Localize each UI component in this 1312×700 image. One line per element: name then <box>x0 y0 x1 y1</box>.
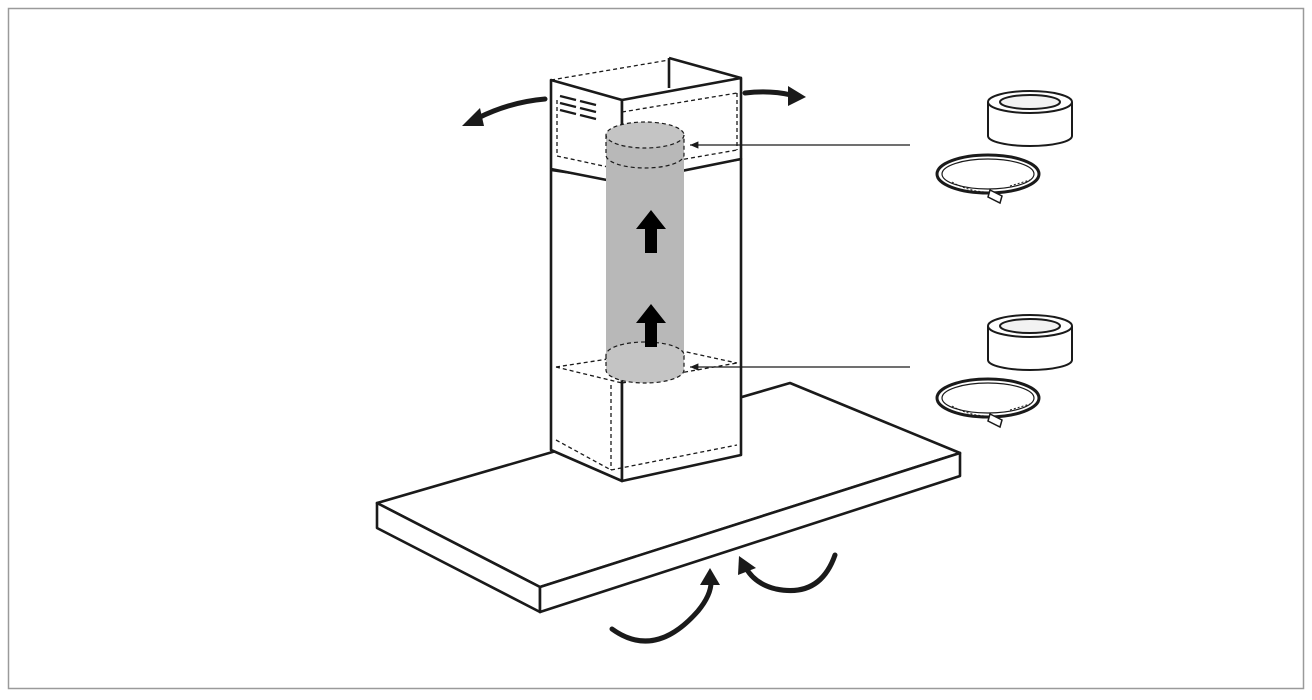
clamp-screw-icon <box>987 188 1003 205</box>
curved-arrow-icon <box>475 96 548 121</box>
curved-arrow-icon <box>609 577 714 644</box>
vent-slots <box>559 94 597 121</box>
curved-arrow-head-icon <box>738 556 756 575</box>
adhesive-tape-roll <box>987 90 1073 147</box>
clamp-screw-icon <box>987 412 1003 429</box>
curved-arrow-icon <box>742 89 794 98</box>
hood-canopy <box>375 381 962 614</box>
adhesive-tape-roll <box>987 314 1073 371</box>
airflow-arrow-icon <box>636 210 666 253</box>
curved-arrow-head-icon <box>462 108 484 126</box>
canopy-side-face <box>538 451 962 614</box>
curved-arrow-group <box>475 89 838 644</box>
curved-arrow-head-icon <box>788 86 806 106</box>
duct-top-collar <box>605 121 685 149</box>
hose-clamp <box>935 377 1041 429</box>
curved-arrow-icon <box>743 552 838 594</box>
flexible-duct <box>605 121 685 384</box>
figure-frame <box>7 7 1305 690</box>
curved-arrow-head-icon <box>700 568 720 585</box>
airflow-arrow-icon <box>636 304 666 347</box>
hose-clamp <box>935 153 1041 205</box>
